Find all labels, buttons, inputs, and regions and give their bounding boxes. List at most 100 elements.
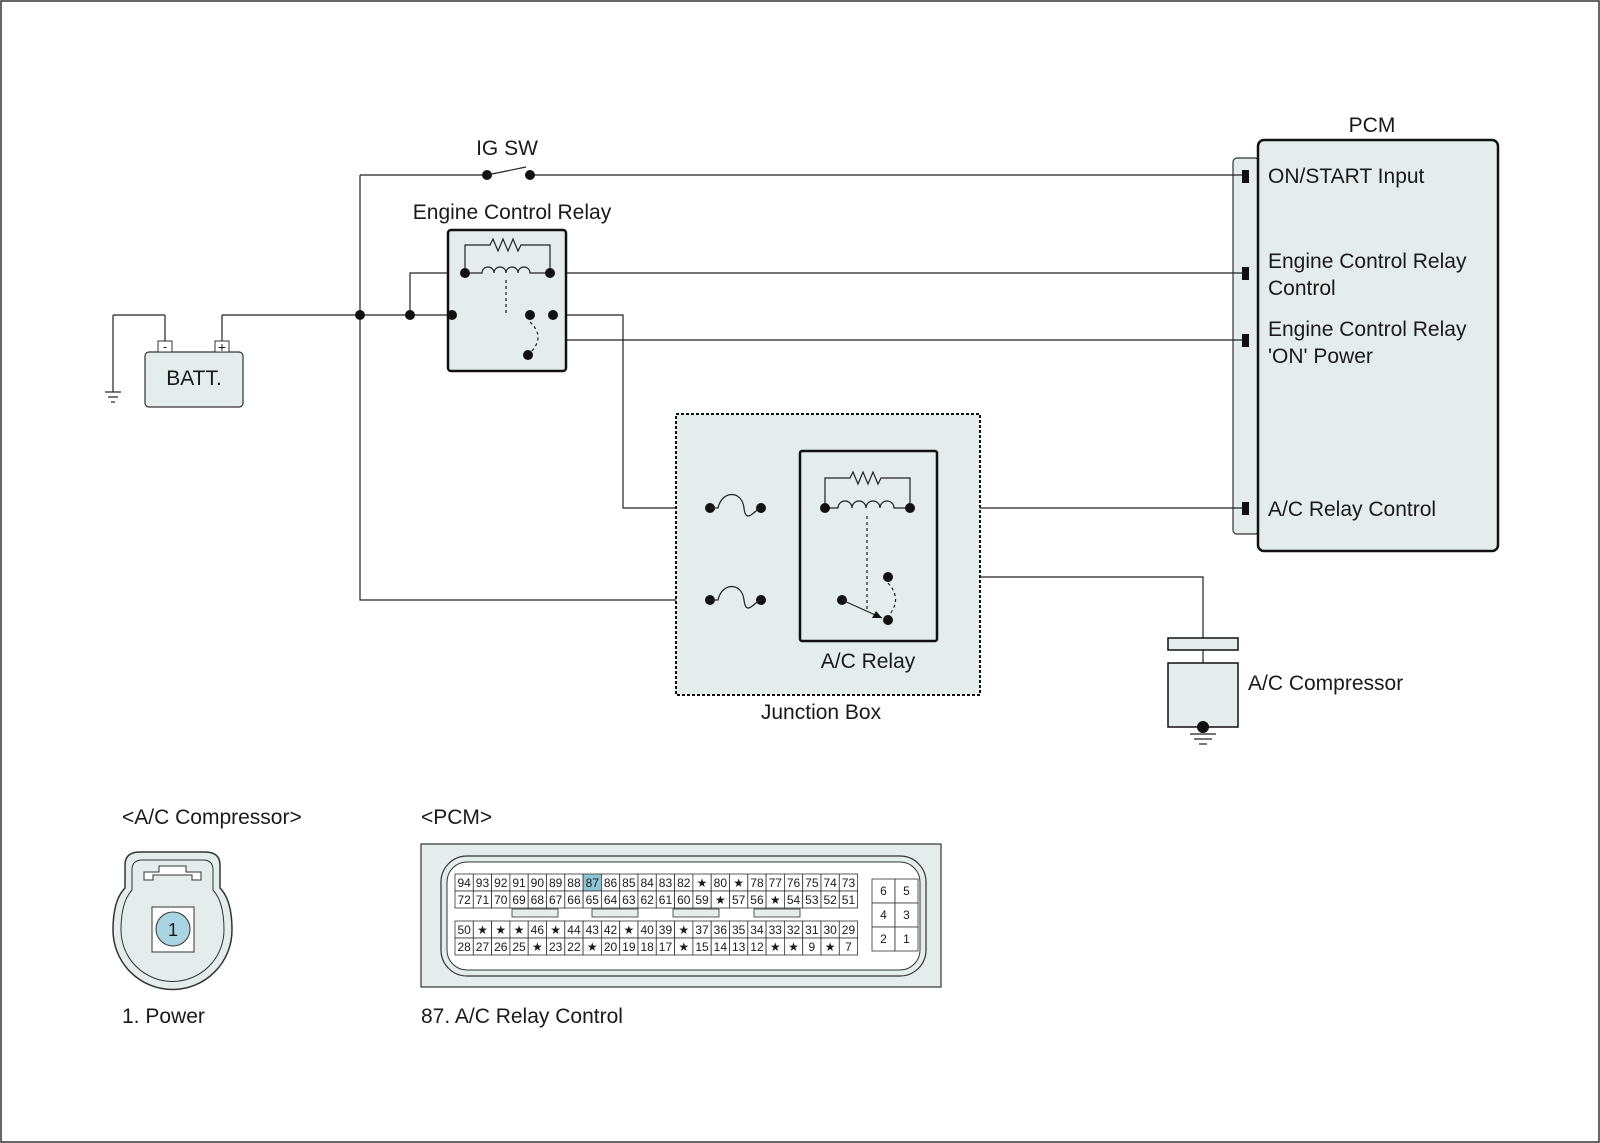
pcm-pin-cell: 77 <box>765 873 785 892</box>
pcm-pin-label: 76 <box>787 876 801 890</box>
pcm-pin-cell: 25 <box>509 937 529 956</box>
pcm-pin-label: 40 <box>640 923 654 937</box>
engine-control-relay: Engine Control Relay <box>413 201 612 373</box>
pcm-pin-cell: 90 <box>527 873 547 892</box>
pcm-pin-label: 42 <box>604 923 618 937</box>
pcm-terminal-ac-relay-control: A/C Relay Control <box>1268 498 1436 521</box>
pcm-pin-label: 25 <box>512 940 526 954</box>
pcm-pin-label: ★ <box>825 940 836 954</box>
ig-sw-label: IG SW <box>476 137 538 160</box>
battery-pos-terminal <box>214 340 230 353</box>
pcm-pin-label: 23 <box>549 940 563 954</box>
pcm-pin-cell: 82 <box>674 873 694 892</box>
pcm-pin-cell: 70 <box>491 890 511 909</box>
pcm-pin-cell: 36 <box>710 920 730 939</box>
ig-switch: IG SW <box>476 137 538 180</box>
ac-compressor-label: A/C Compressor <box>1248 672 1403 695</box>
pcm-pin-label: 52 <box>823 893 837 907</box>
pcm-pin-label: 84 <box>640 876 654 890</box>
pcm-pin-cell: ★ <box>692 873 712 892</box>
pcm-pin-cell: 84 <box>637 873 657 892</box>
pcm-terminal-ecr-power: Engine Control Relay <box>1268 318 1467 341</box>
pcm-pin-ecr-power <box>1242 334 1249 347</box>
pcm-pin-cell: 92 <box>491 873 511 892</box>
pcm-pin-cell: 33 <box>765 920 785 939</box>
pcm-title: PCM <box>1349 114 1396 137</box>
ecr-output-wire <box>553 314 710 509</box>
pcm-pin-label: 69 <box>512 893 526 907</box>
ig-sw-contact <box>525 170 535 180</box>
pcm-pin-label: 35 <box>732 923 746 937</box>
pcm-pin-cell: 91 <box>509 873 529 892</box>
pcm-pin-label: 77 <box>769 876 783 890</box>
pcm-pin-label: 26 <box>494 940 508 954</box>
pcm-pin-label: 36 <box>714 923 728 937</box>
pcm-pin-cell: 78 <box>747 873 767 892</box>
pcm-pin-cell: 83 <box>655 873 675 892</box>
pcm-pin-label: 46 <box>531 923 545 937</box>
pcm-pin-label: ★ <box>550 923 561 937</box>
compressor-clutch <box>1167 637 1239 651</box>
pcm-pin-label: 22 <box>567 940 581 954</box>
pcm-pin-cell: 7 <box>838 937 858 956</box>
pcm-key-slot <box>753 908 801 918</box>
pcm-pin-cell: 71 <box>472 890 492 909</box>
pcm-pin-label: 62 <box>640 893 654 907</box>
pcm-pin-cell: ★ <box>527 937 547 956</box>
pcm-pin-label: 37 <box>695 923 709 937</box>
pcm-terminal-ecr-control: Engine Control Relay <box>1268 250 1467 273</box>
pcm-box <box>1256 138 1500 553</box>
pcm-pin-cell: 94 <box>454 873 474 892</box>
pcm-pin-label: ★ <box>697 876 708 890</box>
pcm-side-pin-label: 6 <box>880 884 887 898</box>
pcm-pin-label: 66 <box>567 893 581 907</box>
pcm-pin-cell: 26 <box>491 937 511 956</box>
pcm-key-slot <box>511 908 559 918</box>
pcm-pin-on-start <box>1242 170 1249 183</box>
pcm-pin-cell: ★ <box>765 937 785 956</box>
pcm-key-slot <box>591 908 639 918</box>
engine-control-relay-box <box>446 228 568 373</box>
pcm-pin-cell: 57 <box>729 890 749 909</box>
pcm-pin-label: 83 <box>659 876 673 890</box>
pcm-pin-cell: 15 <box>692 937 712 956</box>
pcm-pin-cell: 69 <box>509 890 529 909</box>
pcm-side-pin-label: 5 <box>903 884 910 898</box>
pcm-pin-label: 85 <box>622 876 636 890</box>
pcm-pin-label: ★ <box>587 940 598 954</box>
pcm-pin-cell: 23 <box>546 937 566 956</box>
pcm-pin-cell: 37 <box>692 920 712 939</box>
battery: - + BATT. <box>105 314 244 408</box>
pcm-pin-label: 50 <box>457 923 471 937</box>
pcm-pin-label: 60 <box>677 893 691 907</box>
pcm-pin-label: 73 <box>842 876 856 890</box>
pcm-pin-cell: 73 <box>838 873 858 892</box>
pcm-pin-ecr-control <box>1242 267 1249 280</box>
pcm-pin-cell: 66 <box>564 890 584 909</box>
pcm-pin-label: ★ <box>788 940 799 954</box>
pcm-pin-cell: 39 <box>655 920 675 939</box>
relay-throw-path <box>887 582 897 615</box>
pcm-side-pin-cell: 4 <box>871 902 896 928</box>
ground-icon <box>1190 733 1216 745</box>
battery-plus-sign: + <box>218 339 226 355</box>
pcm-pin-cell: 68 <box>527 890 547 909</box>
pcm-pin-label: 33 <box>769 923 783 937</box>
pcm-pin-cell: 74 <box>820 873 840 892</box>
pcm-pin-cell: ★ <box>674 937 694 956</box>
pcm-pin-label: 9 <box>809 940 816 954</box>
pcm-pin-cell: 89 <box>546 873 566 892</box>
pcm-pin-label: ★ <box>770 893 781 907</box>
battery-label: BATT. <box>166 367 222 390</box>
engine-control-relay-label: Engine Control Relay <box>413 201 612 224</box>
pcm-pin-cell: 9 <box>802 937 822 956</box>
pcm-pin-label: 72 <box>457 893 471 907</box>
pcm-pin-label: 54 <box>787 893 801 907</box>
pcm-pin-cell: 87 <box>582 873 602 892</box>
pcm-pin-cell: ★ <box>729 873 749 892</box>
ac-compressor: A/C Compressor <box>1167 637 1403 745</box>
pcm-pin-cell: 28 <box>454 937 474 956</box>
pcm-pin-label: 56 <box>750 893 764 907</box>
pcm-pin-cell: ★ <box>784 937 804 956</box>
battery-neg-terminal <box>157 340 173 353</box>
